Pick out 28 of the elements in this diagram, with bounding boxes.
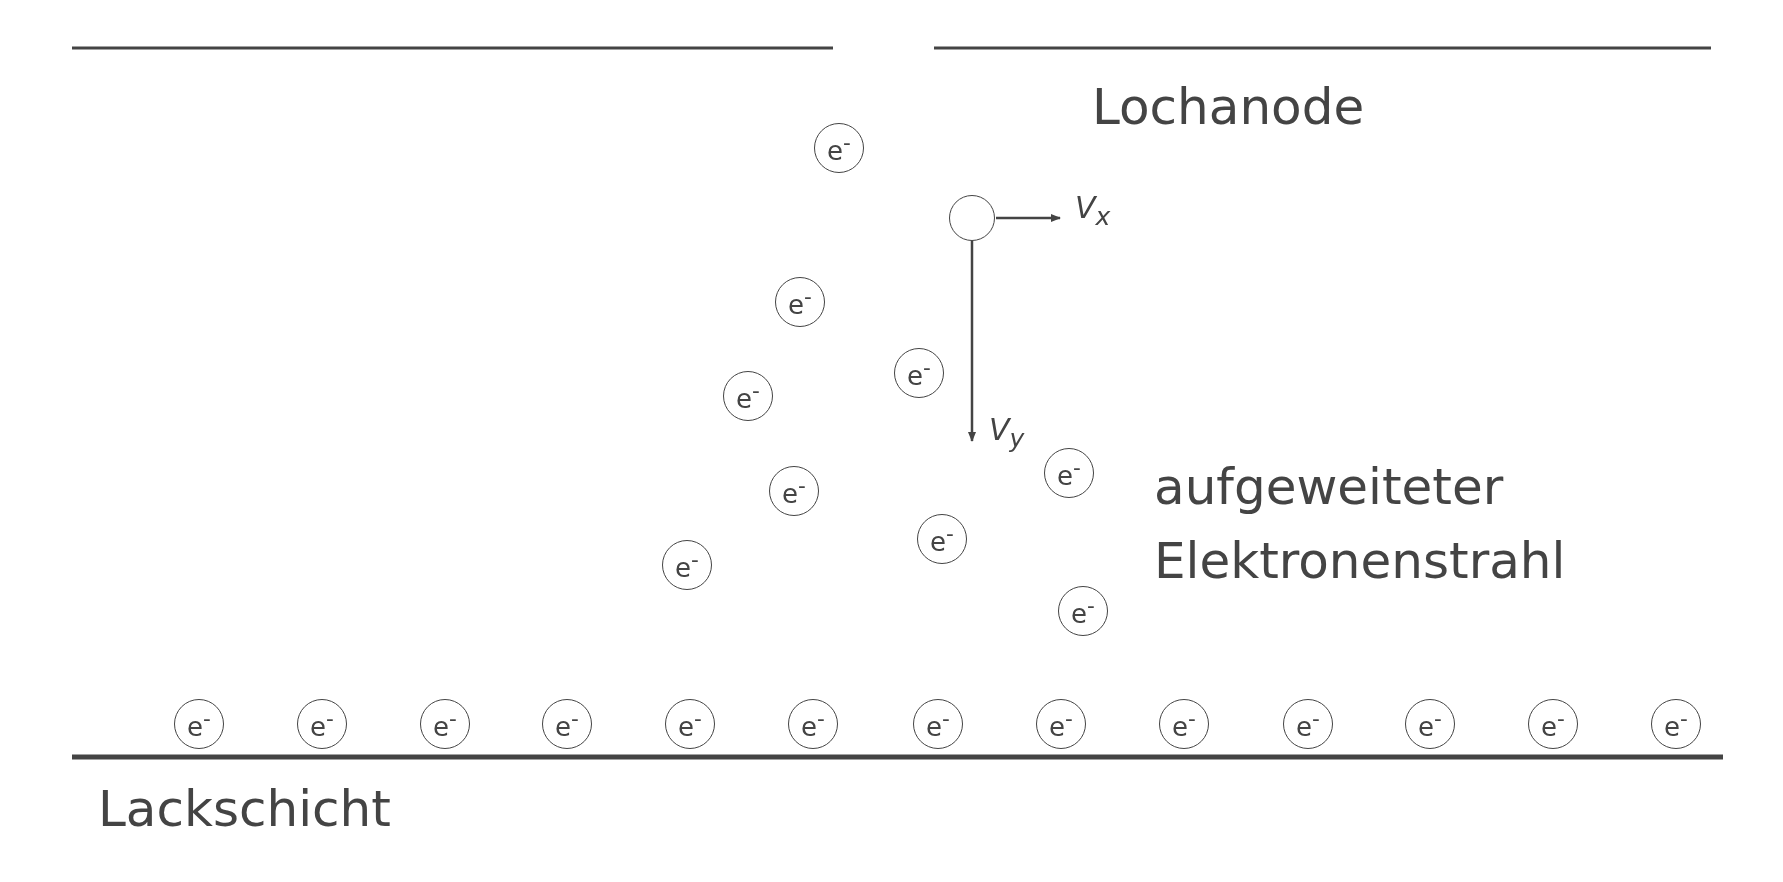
electron-symbol: e$^{-}$ bbox=[420, 699, 470, 749]
electron-symbol: e$^{-}$ bbox=[769, 466, 819, 516]
electron-symbol: e$^{-}$ bbox=[1036, 699, 1086, 749]
electron-symbol: e$^{-}$ bbox=[1528, 699, 1578, 749]
electron-symbol: e$^{-}$ bbox=[1058, 586, 1108, 636]
electron-symbol: e$^{-}$ bbox=[1651, 699, 1701, 749]
electron-symbol: e$^{-}$ bbox=[662, 540, 712, 590]
electron-symbol: e$^{-}$ bbox=[723, 371, 773, 421]
electron-symbol: e$^{-}$ bbox=[1159, 699, 1209, 749]
electron-symbol: e$^{-}$ bbox=[1044, 448, 1094, 498]
electron-symbol: e$^{-}$ bbox=[814, 123, 864, 173]
electron-symbol: e$^{-}$ bbox=[1405, 699, 1455, 749]
electron-symbol: e$^{-}$ bbox=[542, 699, 592, 749]
electron-symbol: e$^{-}$ bbox=[1283, 699, 1333, 749]
beam-label: aufgeweiteter Elektronenstrahl bbox=[1154, 457, 1567, 592]
electron-symbol: e$^{-}$ bbox=[913, 699, 963, 749]
velocity-label: V$_{x}$ bbox=[1075, 190, 1111, 231]
electron-symbol: e$^{-}$ bbox=[775, 277, 825, 327]
electron-symbol: e$^{-}$ bbox=[297, 699, 347, 749]
electron-symbol: e$^{-}$ bbox=[788, 699, 838, 749]
particle-circle bbox=[949, 195, 995, 241]
layer-label: Lackschicht bbox=[98, 780, 391, 838]
electron-symbol: e$^{-}$ bbox=[665, 699, 715, 749]
electron-symbol: e$^{-}$ bbox=[174, 699, 224, 749]
electron-symbol: e$^{-}$ bbox=[917, 514, 967, 564]
velocity-label: V$_{y}$ bbox=[989, 412, 1025, 453]
electron-symbol: e$^{-}$ bbox=[894, 348, 944, 398]
electrode-label: Lochanode bbox=[1092, 78, 1365, 136]
